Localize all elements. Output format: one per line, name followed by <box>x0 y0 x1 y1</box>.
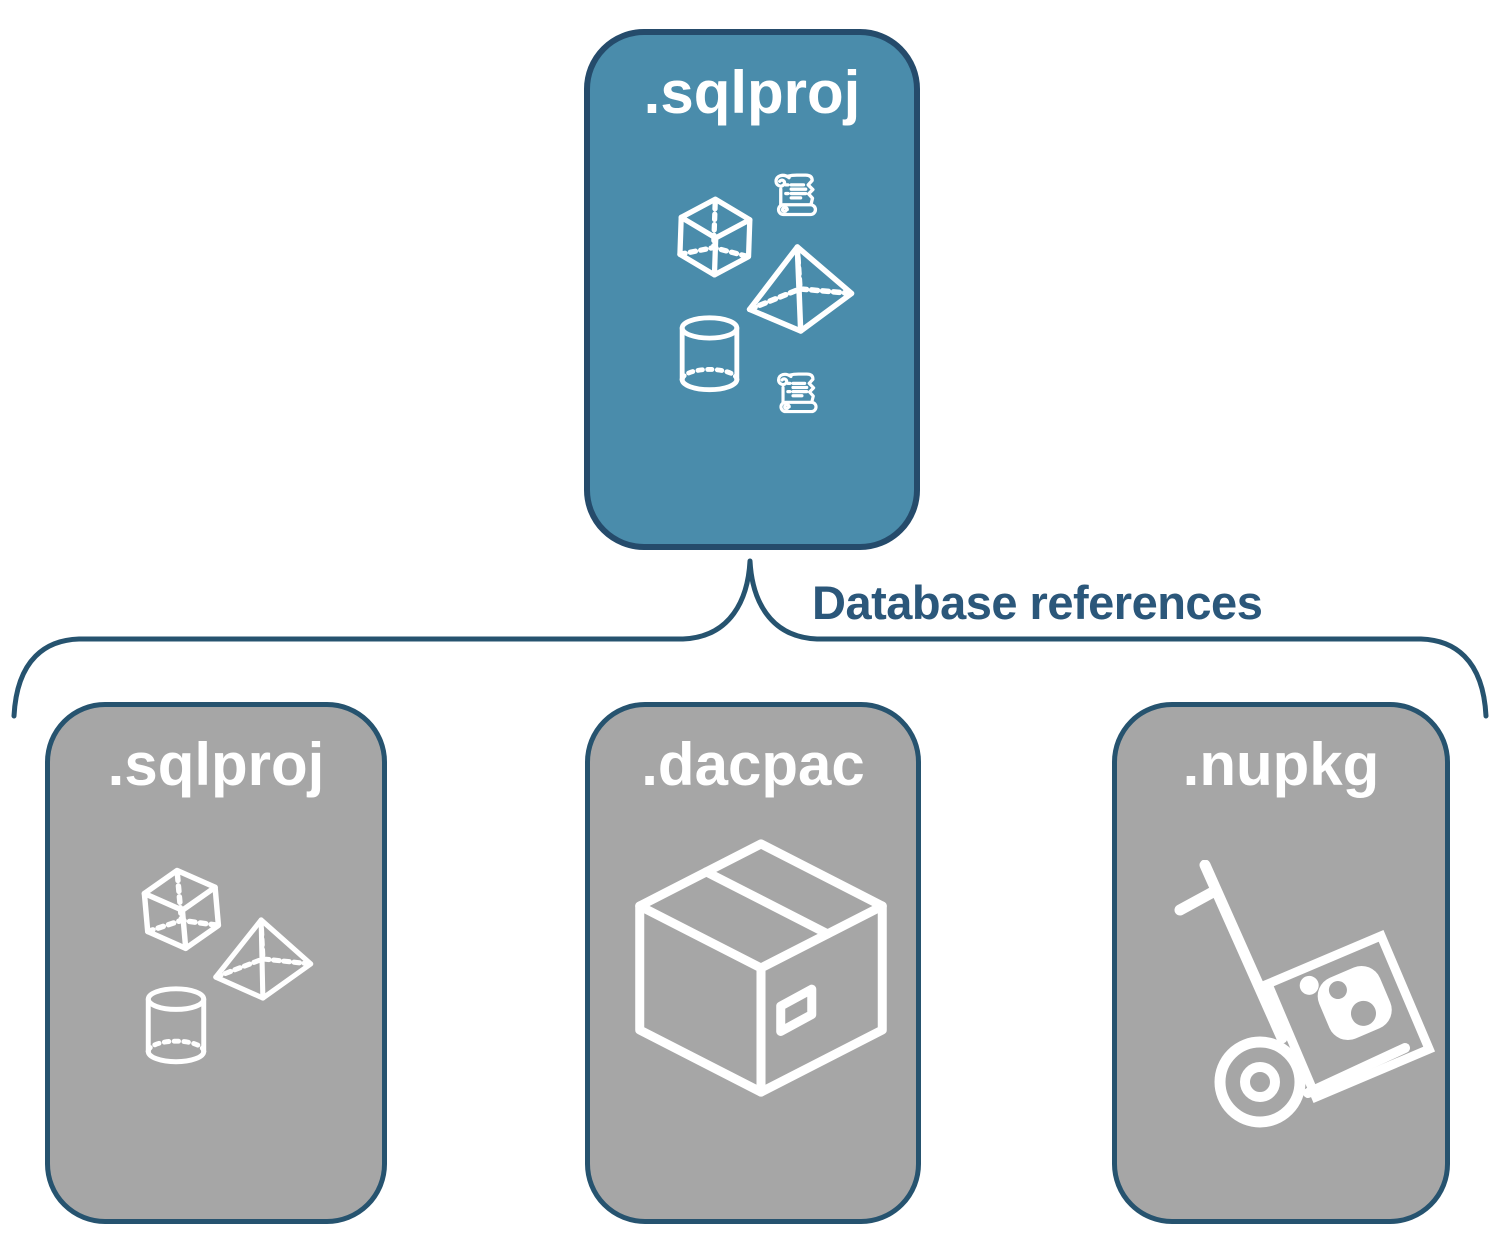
nuget-logo-dot <box>1299 975 1319 995</box>
pyramid-icon <box>213 917 314 1001</box>
nuget-logo-icon <box>1317 965 1392 1041</box>
brace-path <box>11 558 1489 719</box>
hand-truck-foot-plate <box>1303 1043 1410 1098</box>
hand-truck-handle-bar <box>1174 886 1219 916</box>
child-box-sqlproj-title: .sqlproj <box>107 731 325 798</box>
child-box-sqlproj: .sqlproj <box>45 702 387 1224</box>
child-box-nupkg-title: .nupkg <box>1182 731 1380 798</box>
child-box-nupkg: .nupkg <box>1112 702 1450 1224</box>
wheel-outer <box>1214 1036 1306 1128</box>
root-box-title: .sqlproj <box>643 59 861 126</box>
cube-icon <box>141 867 222 952</box>
cube-icon <box>677 196 753 278</box>
hand-truck-icon <box>1174 860 1436 1128</box>
cylinder-icon <box>145 986 207 1065</box>
wheel-hub <box>1240 1062 1280 1102</box>
child-box-dacpac-title: .dacpac <box>641 731 865 798</box>
scroll-icon <box>776 372 818 414</box>
package-outline <box>1261 929 1436 1104</box>
package-box-icon <box>635 839 887 1097</box>
scroll-icon <box>774 173 818 217</box>
pyramid-icon <box>746 244 855 334</box>
cylinder-icon <box>679 315 740 393</box>
nuget-package <box>1261 929 1436 1104</box>
connector-label: Database references <box>812 576 1263 629</box>
child-box-dacpac: .dacpac <box>585 702 921 1224</box>
root-box-sqlproj: .sqlproj <box>584 29 920 550</box>
